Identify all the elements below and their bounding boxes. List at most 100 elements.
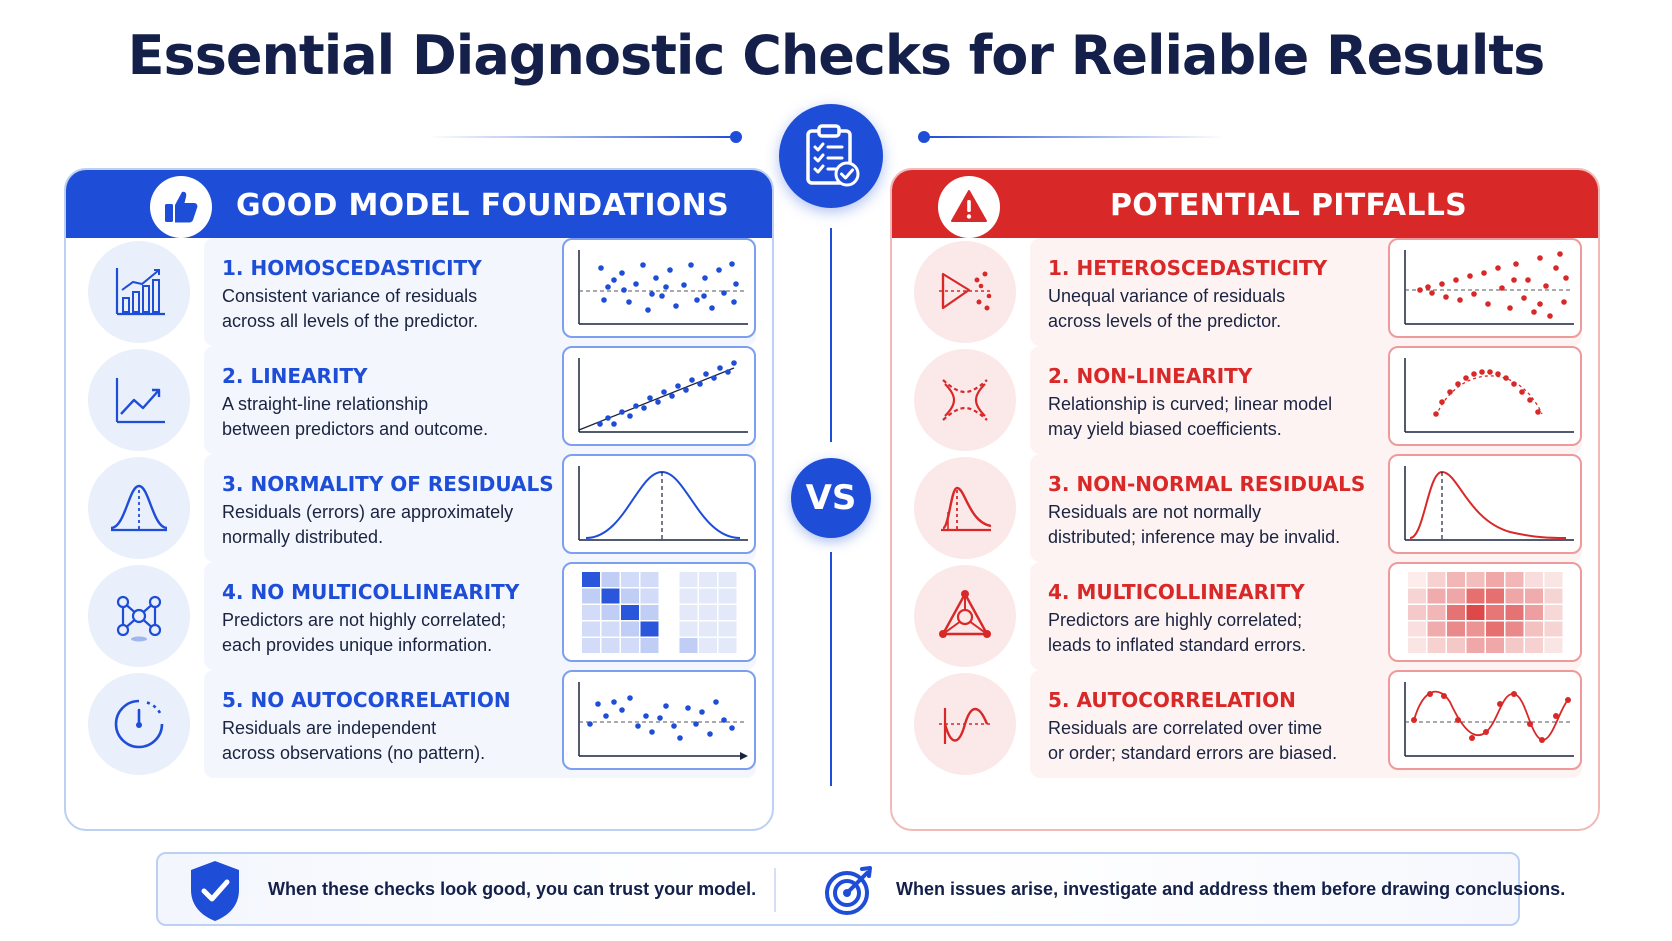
good-item-no-autocorrelation: 5. NO AUTOCORRELATION Residuals are inde… (66, 670, 772, 778)
heatmap-cell (1505, 572, 1524, 587)
heatmap-cell (718, 605, 737, 620)
heatmap-cell (1505, 638, 1524, 653)
good-item-card: 5. NO AUTOCORRELATION Residuals are inde… (204, 670, 756, 778)
heatmap-cell (640, 638, 659, 653)
clock-icon (88, 673, 190, 775)
heatmap-cell (1408, 605, 1426, 620)
decorative-line-right (924, 136, 1224, 138)
funnel-icon (914, 241, 1016, 343)
skewed-curve-mini-chart (1388, 454, 1582, 554)
heatmap-cell (1466, 588, 1485, 604)
heatmap-cell (601, 572, 620, 587)
heatmap-cell (1447, 588, 1465, 604)
decorative-dot-left (730, 131, 742, 143)
heatmap-cell (582, 588, 600, 604)
item-heading: 2. NON-LINEARITY (1048, 364, 1253, 388)
heatmap-cell (718, 572, 737, 587)
item-heading: 5. AUTOCORRELATION (1048, 688, 1296, 712)
bad-panel-title: POTENTIAL PITFALLS (1110, 188, 1468, 223)
heatmap-cell (1447, 638, 1465, 653)
bar-chart-icon (88, 241, 190, 343)
heatmap-cell (1525, 621, 1543, 637)
shield-check-icon (186, 858, 244, 929)
thumbs-up-icon (150, 176, 212, 238)
scatter-points (1433, 369, 1541, 417)
heatmap-cell (1408, 588, 1426, 604)
heatmap-cell (1427, 605, 1446, 620)
bad-item-non-normal-residuals: 3. NON-NORMAL RESIDUALS Residuals are no… (892, 454, 1598, 562)
scatter-points (1417, 251, 1569, 319)
heatmap-cell (601, 621, 620, 637)
good-item-no-multicollinearity: 4. NO MULTICOLLINEARITY Predictors are n… (66, 562, 772, 670)
heatmap-cell (1466, 638, 1485, 653)
heatmap-cell (1505, 621, 1524, 637)
bell-curve-icon (88, 457, 190, 559)
wave-residuals-mini-chart (1388, 670, 1582, 770)
heatmap-cell (679, 638, 698, 653)
curves-icon (914, 349, 1016, 451)
bad-item-card: 1. HETEROSCEDASTICITY Unequal variance o… (1030, 238, 1582, 346)
heatmap-cell (1505, 605, 1524, 620)
heatmap-cell (699, 588, 717, 604)
item-heading: 3. NORMALITY OF RESIDUALS (222, 472, 554, 496)
heatmap-cell (640, 621, 659, 637)
trend-up-icon (88, 349, 190, 451)
heatmap-cell (1447, 572, 1465, 587)
warning-icon (938, 176, 1000, 238)
footer-divider (774, 868, 776, 912)
heatmap-cell (699, 605, 717, 620)
item-heading: 4. NO MULTICOLLINEARITY (222, 580, 520, 604)
heatmap-cell (1486, 621, 1504, 637)
skewed-curve-icon (914, 457, 1016, 559)
scatter-points (597, 360, 737, 427)
heatmap-cell (679, 605, 698, 620)
dense-heatmap-mini-chart (1388, 562, 1582, 662)
heatmap-cell (679, 588, 698, 604)
item-heading: 5. NO AUTOCORRELATION (222, 688, 511, 712)
item-description: Predictors are not highly correlated;eac… (222, 610, 507, 655)
bad-item-non-linearity: 2. NON-LINEARITY Relationship is curved;… (892, 346, 1598, 454)
heatmap-cell (1505, 588, 1524, 604)
heatmap-cell (679, 621, 698, 637)
good-model-foundations-panel: GOOD MODEL FOUNDATIONS 1. HOMOSCEDASTICI… (64, 168, 774, 831)
heatmap-cell (1525, 638, 1543, 653)
footer-banner: When these checks look good, you can tru… (156, 852, 1565, 929)
good-panel-header: GOOD MODEL FOUNDATIONS (66, 170, 772, 238)
good-item-homoscedasticity: 1. HOMOSCEDASTICITY Consistent variance … (66, 238, 772, 346)
item-heading: 1. HETEROSCEDASTICITY (1048, 256, 1328, 280)
diagonal-heatmap-mini-chart (562, 562, 756, 662)
bad-item-card: 5. AUTOCORRELATION Residuals are correla… (1030, 670, 1582, 778)
good-panel-title: GOOD MODEL FOUNDATIONS (236, 188, 729, 223)
item-heading: 1. HOMOSCEDASTICITY (222, 256, 482, 280)
heatmap-cell (1486, 572, 1504, 587)
heatmap-cell (1427, 588, 1446, 604)
bad-item-heteroscedasticity: 1. HETEROSCEDASTICITY Unequal variance o… (892, 238, 1598, 346)
bell-curve-mini-chart (562, 454, 756, 554)
good-item-card: 4. NO MULTICOLLINEARITY Predictors are n… (204, 562, 756, 670)
item-heading: 4. MULTICOLLINEARITY (1048, 580, 1305, 604)
center-divider-bottom (830, 552, 832, 786)
heatmap-cell (1466, 605, 1485, 620)
bad-item-card: 2. NON-LINEARITY Relationship is curved;… (1030, 346, 1582, 454)
heatmap-cell (1525, 572, 1543, 587)
scatter-points (598, 261, 739, 313)
heatmap-cell (582, 572, 600, 587)
heatmap-cell (1427, 572, 1446, 587)
heatmap-cell (1544, 621, 1563, 637)
target-icon (822, 864, 876, 923)
heatmap-cell (1408, 638, 1426, 653)
good-item-card: 2. LINEARITY A straight-line relationshi… (204, 346, 756, 454)
heatmap-cell (1408, 621, 1426, 637)
heatmap-cell (1447, 621, 1465, 637)
heatmap-cell (718, 588, 737, 604)
heatmap-cell (582, 638, 600, 653)
heatmap-cell (1486, 588, 1504, 604)
item-heading: 3. NON-NORMAL RESIDUALS (1048, 472, 1366, 496)
center-divider-top (830, 228, 832, 442)
heatmap-cell (718, 638, 737, 653)
